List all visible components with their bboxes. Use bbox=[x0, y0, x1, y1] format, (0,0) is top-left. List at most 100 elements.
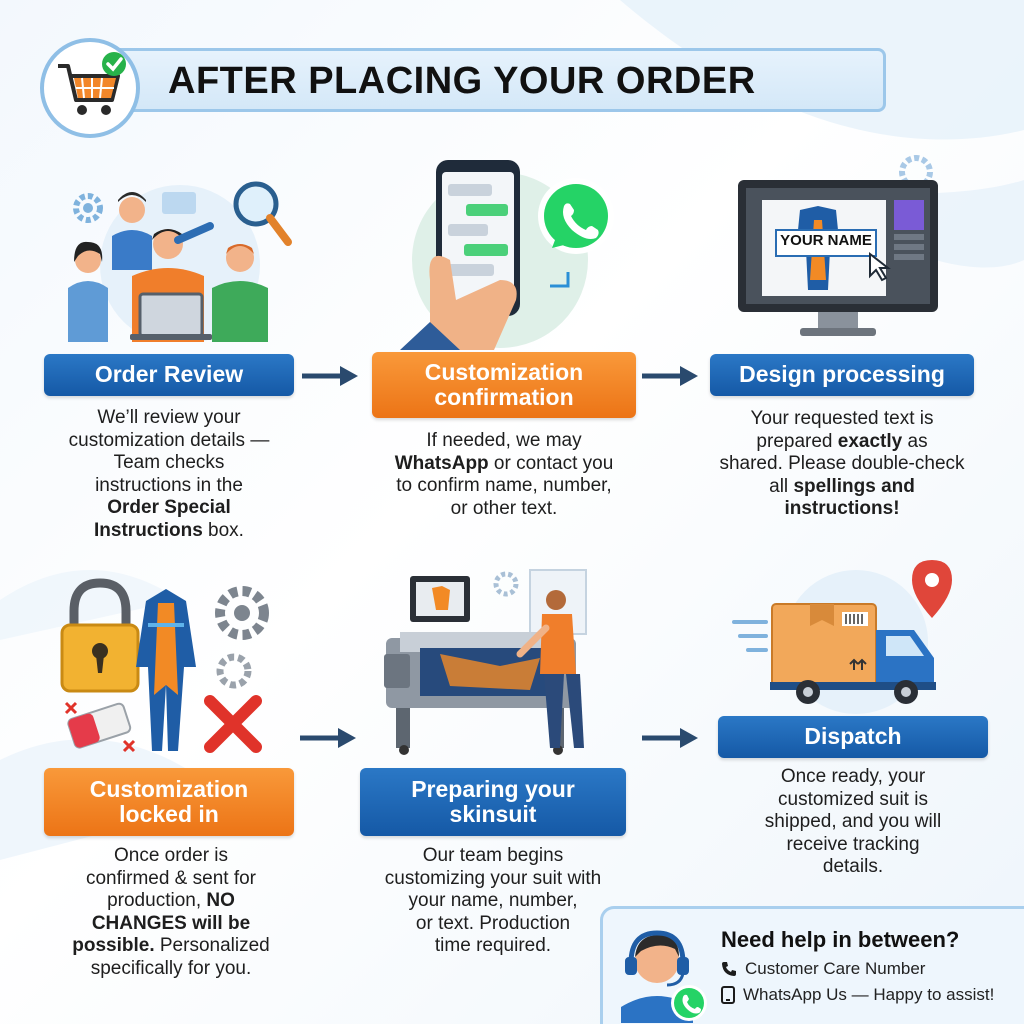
phone-icon bbox=[722, 962, 736, 976]
desc-line: Your requested text is bbox=[750, 408, 934, 429]
desc-line: time required. bbox=[434, 935, 552, 956]
headset-agent-icon bbox=[621, 930, 707, 1023]
monitor-icon bbox=[738, 180, 938, 336]
desc-line: CHANGES will be bbox=[30, 913, 312, 936]
desc-text: as bbox=[902, 430, 928, 452]
step-order-review-label: Order Review bbox=[44, 354, 294, 396]
gear-icon bbox=[215, 586, 269, 640]
desc-line: If needed, we may bbox=[426, 430, 582, 451]
printer-icon bbox=[384, 632, 576, 755]
desc-line: confirmed & sent for bbox=[85, 867, 257, 889]
desc-bold-text: NO bbox=[206, 890, 235, 911]
desc-line: customized suit is bbox=[778, 788, 928, 810]
desc-line: instructions! bbox=[690, 498, 994, 521]
desc-line: or text. Production bbox=[415, 912, 571, 934]
help-title: Need help in between? bbox=[721, 927, 960, 952]
gear-icon bbox=[216, 653, 252, 689]
name-field-box bbox=[775, 229, 877, 257]
desc-line: receive tracking bbox=[786, 833, 920, 855]
desc-bold-text: WhatsApp bbox=[394, 452, 489, 474]
desc-text: or contact you bbox=[488, 452, 614, 474]
desc-line: to confirm name, number, bbox=[396, 475, 612, 496]
page-title: AFTER PLACING YOUR ORDER bbox=[168, 60, 756, 102]
desc-text: production, bbox=[107, 890, 207, 911]
desc-line: Team checks bbox=[113, 452, 225, 473]
desc-line: your name, number, bbox=[408, 890, 578, 911]
desc-bold-text: CHANGES will be bbox=[91, 912, 251, 934]
label-line: skinsuit bbox=[449, 801, 537, 827]
gear-icon bbox=[73, 193, 103, 223]
whatsapp-line[interactable]: WhatsApp Us — Happy to assist! bbox=[721, 985, 994, 1005]
desc-text: all bbox=[769, 475, 794, 497]
team-review-illustration bbox=[60, 170, 300, 347]
step-dispatch-desc: Once ready, your customized suit is ship… bbox=[712, 766, 994, 879]
padlock-icon bbox=[60, 578, 140, 693]
gear-icon bbox=[899, 155, 933, 189]
label-line: Customization bbox=[89, 775, 249, 802]
desc-bold-text: possible. bbox=[72, 935, 155, 956]
desc-line: Our team begins bbox=[422, 845, 564, 866]
customer-care-text: Customer Care Number bbox=[745, 959, 926, 978]
monitor-screen-text: YOUR NAME bbox=[780, 232, 872, 249]
desc-bold-text: instructions! bbox=[784, 498, 900, 519]
desc-line: WhatsApp or contact you bbox=[356, 453, 652, 476]
step-customization-confirmation-desc: If needed, we may WhatsApp or contact yo… bbox=[356, 430, 652, 520]
truck-icon bbox=[770, 603, 936, 704]
step-customization-locked-desc: Once order is confirmed & sent for produ… bbox=[30, 845, 312, 980]
label-line: confirmation bbox=[434, 384, 574, 410]
cart-badge bbox=[40, 38, 140, 138]
locked-suit-illustration bbox=[58, 575, 278, 764]
whatsapp-text: WhatsApp Us — Happy to assist! bbox=[743, 985, 995, 1004]
step-customization-locked-label: Customization locked in bbox=[44, 768, 294, 836]
desc-line: or other text. bbox=[450, 497, 558, 519]
customer-care-line[interactable]: Customer Care Number bbox=[721, 959, 925, 979]
arrow-right-icon bbox=[302, 366, 358, 386]
step-design-processing-label: Design processing bbox=[710, 354, 974, 396]
header-banner bbox=[100, 48, 886, 112]
phone-whatsapp-illustration bbox=[390, 150, 630, 355]
desc-line: Order Special bbox=[30, 497, 308, 520]
desc-line: customizing your suit with bbox=[384, 867, 602, 889]
skinsuit-icon bbox=[136, 589, 196, 751]
desc-bold-text: spellings and bbox=[793, 475, 915, 497]
x-mark-icon bbox=[204, 695, 262, 753]
step-order-review-desc: We’ll review your customization details … bbox=[30, 407, 308, 542]
desc-text: Personalized bbox=[154, 935, 270, 956]
eraser-icon bbox=[67, 702, 132, 749]
whatsapp-icon bbox=[538, 178, 614, 254]
desc-line: all spellings and bbox=[690, 476, 994, 499]
desc-line: shipped, and you will bbox=[764, 811, 942, 832]
desc-line: specifically for you. bbox=[90, 957, 252, 979]
desc-line: Once ready, your bbox=[780, 766, 926, 787]
cursor-icon bbox=[869, 251, 891, 282]
desc-line: possible. Personalized bbox=[30, 935, 312, 958]
desc-text: prepared bbox=[756, 430, 838, 452]
desc-line: details. bbox=[822, 856, 884, 877]
delivery-truck-illustration bbox=[726, 556, 966, 721]
desc-line: production, NO bbox=[30, 890, 312, 913]
phone-icon bbox=[436, 160, 520, 316]
label-line: Customization bbox=[424, 358, 584, 385]
desc-line: Instructions box. bbox=[30, 520, 308, 543]
header: AFTER PLACING YOUR ORDER bbox=[40, 38, 888, 138]
desc-bold-text: Instructions bbox=[94, 519, 203, 541]
step-customization-confirmation-label: Customization confirmation bbox=[372, 352, 636, 418]
arrow-right-icon bbox=[642, 366, 698, 386]
whatsapp-icon bbox=[671, 985, 707, 1021]
help-box: Need help in between? Customer Care Numb… bbox=[600, 906, 1024, 1024]
desc-line: instructions in the bbox=[95, 474, 243, 496]
label-line: Preparing your bbox=[411, 775, 575, 802]
cart-check-icon bbox=[58, 52, 126, 115]
design-monitor-illustration bbox=[730, 150, 950, 351]
gear-icon bbox=[493, 571, 519, 597]
step-preparing-skinsuit-label: Preparing your skinsuit bbox=[360, 768, 626, 836]
location-pin-icon bbox=[912, 560, 952, 618]
step-dispatch-label: Dispatch bbox=[718, 716, 988, 758]
desc-line: We’ll review your bbox=[97, 407, 241, 428]
label-line: locked in bbox=[119, 801, 219, 827]
step-preparing-skinsuit-desc: Our team begins customizing your suit wi… bbox=[350, 845, 636, 958]
desc-text: box. bbox=[202, 519, 244, 541]
printing-illustration bbox=[380, 562, 620, 763]
desc-line: shared. Please double-check bbox=[719, 453, 965, 474]
arrow-right-icon bbox=[642, 728, 698, 748]
